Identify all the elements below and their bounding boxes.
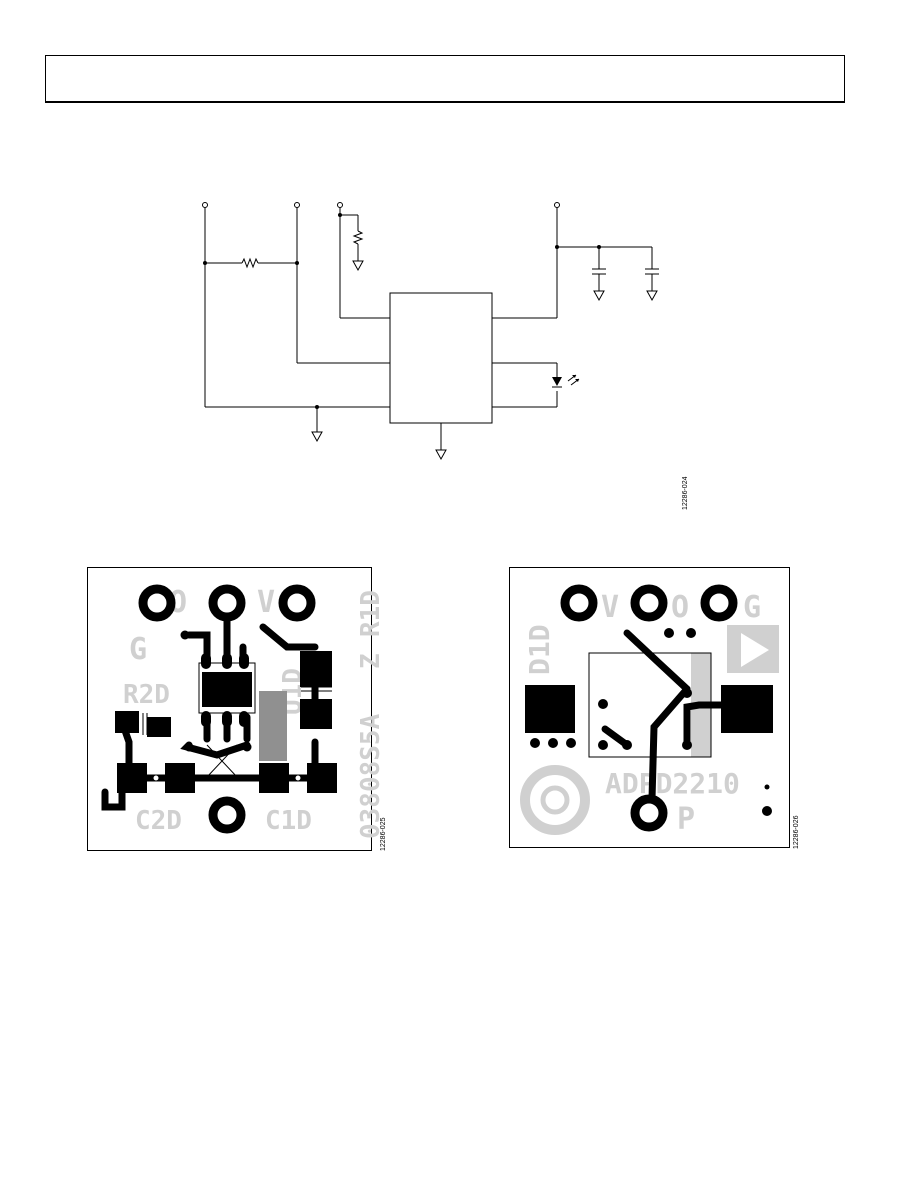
silk-v: V <box>601 590 619 625</box>
pcb-bottom-layout: D1D V O G ADPD2210 P <box>509 567 790 848</box>
figure-id-label: 12286-026 <box>793 815 800 849</box>
silk-d1d: D1D <box>523 624 556 675</box>
schematic-figure: 12286-024 <box>190 195 710 515</box>
silk-v: V <box>257 585 275 620</box>
recycle-logo <box>520 765 590 835</box>
ground-symbol <box>646 290 658 302</box>
thru-hole-pad <box>630 584 668 622</box>
terminal-circle <box>554 202 560 208</box>
terminal-circle <box>294 202 300 208</box>
smd-pad <box>307 763 337 793</box>
terminal-circle <box>337 202 343 208</box>
figure-id-label: 12286-024 <box>682 476 689 510</box>
smd-pad <box>117 763 147 793</box>
smd-pad <box>165 763 195 793</box>
junction-dot <box>555 245 559 249</box>
resistor-symbol <box>241 257 259 269</box>
smd-pad <box>300 699 332 729</box>
smd-pad <box>721 685 773 733</box>
silk-o: O <box>671 590 689 625</box>
silk-r1d: R1D <box>356 590 386 637</box>
resistor-symbol <box>352 230 364 245</box>
junction-dot <box>203 261 207 265</box>
junction-dot <box>597 245 601 249</box>
figure-id-label: 12286-025 <box>380 817 387 851</box>
silk-p: P <box>677 802 695 837</box>
thru-hole-pad <box>278 584 316 622</box>
smd-pad <box>259 763 289 793</box>
junction-dot <box>295 261 299 265</box>
silk-part: ADPD2210 <box>605 767 740 800</box>
ground-symbol <box>435 449 447 461</box>
ic-box <box>389 292 493 424</box>
ground-symbol <box>593 290 605 302</box>
silk-g: G <box>129 632 147 667</box>
smd-pad <box>147 717 171 737</box>
silk-board-number: 03808S5A <box>356 713 386 839</box>
thru-hole-pad <box>138 584 176 622</box>
thru-hole-pad <box>700 584 738 622</box>
silk-r2d: R2D <box>123 680 170 710</box>
ground-symbol <box>311 431 323 443</box>
smd-pad <box>525 685 575 733</box>
pcb-top-layout: O V G R2D C2D C1D R1D Z 03808S5A U1D <box>87 567 386 851</box>
junction-dot <box>315 405 319 409</box>
silk-g: G <box>743 590 761 625</box>
thru-hole-pad <box>208 796 246 834</box>
thru-hole-pad <box>560 584 598 622</box>
silk-z: Z <box>356 653 386 669</box>
junction-dot <box>338 213 342 217</box>
page-header-box <box>45 55 845 103</box>
smd-pad <box>300 651 332 687</box>
silk-c1d: C1D <box>265 806 312 836</box>
pcb-top-figure: O V G R2D C2D C1D R1D Z 03808S5A U1D <box>87 567 387 853</box>
schematic-diagram <box>202 202 659 461</box>
ground-symbol <box>352 260 364 272</box>
smd-pad <box>202 672 252 707</box>
silk-c2d: C2D <box>135 806 182 836</box>
led-symbol <box>552 377 562 386</box>
pcb-bottom-figure: D1D V O G ADPD2210 P <box>509 567 809 851</box>
terminal-circle <box>202 202 208 208</box>
smd-pad <box>115 711 139 733</box>
